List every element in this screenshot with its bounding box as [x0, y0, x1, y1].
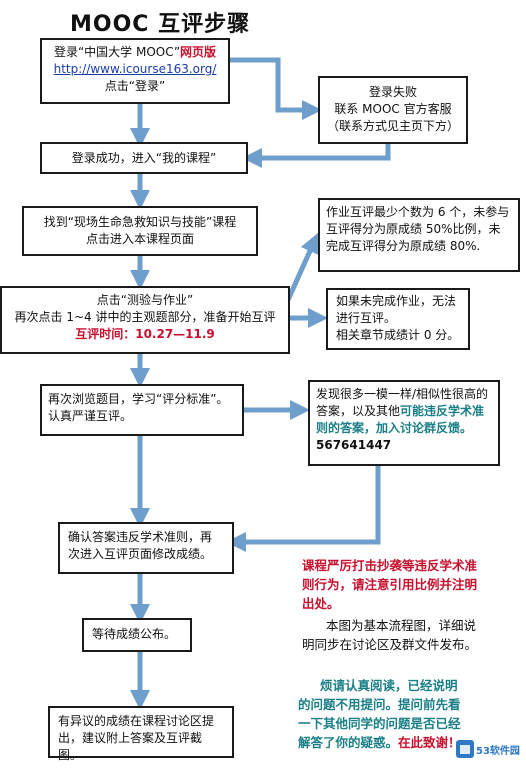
report-box: 发现很多一模一样/相似性很高的答案，以及其他可能违反学术准则的答案，加入讨论群反…	[308, 380, 500, 466]
rule-box: 作业互评最少个数为 6 个，未参与互评得分为原成绩 50%比例，未完成互评得分为…	[318, 198, 520, 272]
watermark-logo: 53软件园	[456, 736, 522, 764]
step-wait: 等待成绩公布。	[82, 618, 192, 652]
step-quiz: 点击“测验与作业” 再次点击 1~4 讲中的主观题部分，准备开始互评 互评时间：…	[0, 286, 290, 354]
arrow-fail-to-ok	[242, 144, 391, 168]
course-link[interactable]: http://www.icourse163.org/	[53, 62, 217, 76]
basic-note: 本图为基本流程图，详细说明同步在讨论区及群文件发布。	[302, 618, 478, 652]
step-review: 再次浏览题目，学习“评分标准”。 认真严谨互评。	[40, 384, 244, 436]
step-login-fail: 登录失败 联系 MOOC 官方客服 （联系方式见主页下方）	[318, 76, 468, 144]
arrow-report-to-confirm	[226, 466, 381, 552]
watermark-icon	[456, 740, 474, 758]
step-confirm: 确认答案违反学术准则，再 次进入互评页面修改成绩。	[58, 522, 234, 574]
read-note: 烦请认真阅读，已经说明的问题不用提问。提问前先看一下其他同学的问题是否已经解答了…	[298, 678, 461, 750]
unfinished-box: 如果未完成作业，无法进行互评。 相关章节成绩计 0 分。	[326, 288, 470, 350]
plagiarism-note: 课程严厉打击抄袭等违反学术准则行为，请注意引用比例并注明出处。	[302, 558, 478, 611]
step-find-course: 找到“现场生命急救知识与技能”课程 点击进入本课程页面	[22, 206, 258, 256]
page-title: MOOC 互评步骤	[70, 12, 251, 37]
step-dispute: 有异议的成绩在课程讨论区提 出，建议附上答案及互评截图。	[48, 706, 234, 762]
step-login-ok: 登录成功，进入“我的课程”	[40, 142, 248, 174]
group-number: 567641447	[316, 438, 392, 452]
step-login: 登录“中国大学 MOOC”网页版 http://www.icourse163.o…	[40, 38, 230, 104]
arrow-login-to-fail	[228, 57, 322, 120]
arrow-quiz-to-rule	[285, 232, 320, 302]
